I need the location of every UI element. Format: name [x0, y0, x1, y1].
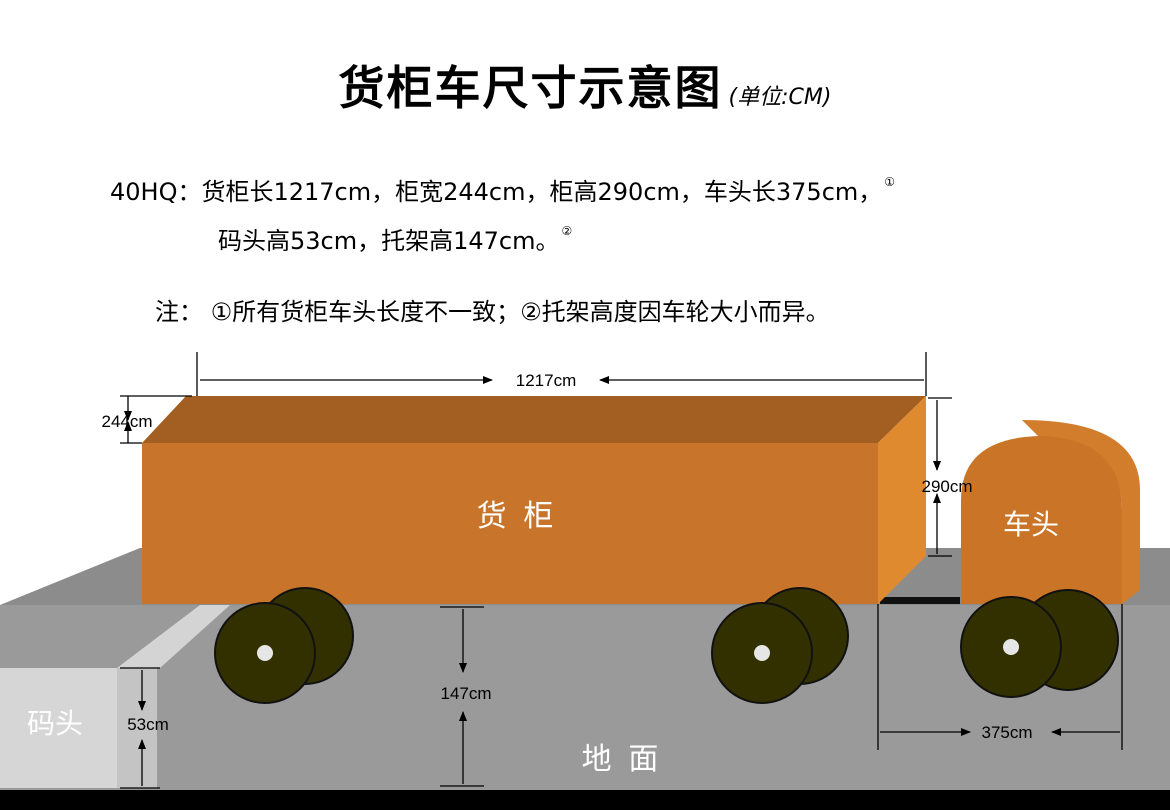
wheel-group-mid	[711, 587, 849, 704]
bottom-bar	[0, 790, 1170, 810]
height-label: 290cm	[921, 477, 972, 496]
wheel-hub	[1003, 639, 1019, 655]
spec-text-1: 40HQ：货柜长1217cm，柜宽244cm，柜高290cm，车头长375cm，	[110, 178, 883, 206]
note-text: 注： ①所有货柜车头长度不一致；②托架高度因车轮大小而异。	[155, 298, 830, 326]
length-label: 1217cm	[516, 371, 576, 390]
dimension-dock-height	[120, 667, 160, 789]
chassis-height-label: 147cm	[440, 684, 491, 703]
footnote-mark-2: ②	[561, 224, 573, 238]
container-front	[142, 443, 878, 604]
width-label: 244cm	[101, 412, 152, 431]
dock-ramp	[117, 605, 230, 668]
dock-height-label: 53cm	[127, 715, 169, 734]
dimension-cab-length	[877, 604, 1123, 750]
cab-body	[961, 436, 1122, 604]
spec-line-2: 码头高53cm，托架高147cm。②	[218, 221, 572, 256]
container-label: 货 柜	[477, 500, 554, 533]
wheel-group-front	[960, 589, 1119, 698]
container	[142, 396, 926, 604]
dimension-container-height	[928, 397, 952, 557]
dimension-container-length	[196, 352, 927, 396]
container-side	[878, 396, 926, 604]
container-top	[142, 396, 926, 443]
wheel-group-rear	[214, 587, 354, 704]
unit-label: (单位:CM)	[728, 85, 832, 110]
spec-text-2: 码头高53cm，托架高147cm。	[218, 227, 560, 255]
wheel-hub	[754, 645, 770, 661]
title-block: 货柜车尺寸示意图(单位:CM)	[0, 52, 1170, 118]
cab	[961, 420, 1140, 604]
dock-label: 码头	[27, 708, 83, 739]
cab-length-label: 375cm	[981, 723, 1032, 742]
chassis-bar	[880, 597, 960, 604]
ground-label: 地 面	[582, 743, 659, 776]
wheel-hub	[257, 645, 273, 661]
dimension-chassis-height	[440, 606, 484, 787]
dimension-container-width	[120, 395, 192, 444]
spec-line-1: 40HQ：货柜长1217cm，柜宽244cm，柜高290cm，车头长375cm，…	[110, 172, 895, 207]
cab-label: 车头	[1003, 509, 1059, 540]
footnote-mark-1: ①	[884, 175, 896, 189]
dock	[0, 668, 157, 788]
page-title: 货柜车尺寸示意图	[338, 61, 723, 115]
